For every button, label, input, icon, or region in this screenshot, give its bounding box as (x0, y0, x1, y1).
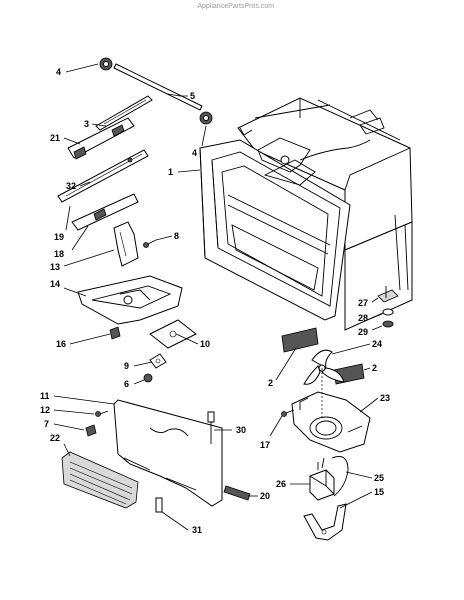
callout-19: 19 (54, 232, 64, 242)
callout-5: 5 (190, 91, 195, 101)
part-17-screw (281, 409, 295, 417)
part-27-knob (377, 286, 399, 303)
callout-17: 17 (260, 440, 270, 450)
watermark: AppliancePartsPros.com (0, 3, 464, 10)
callout-26: 26 (276, 479, 286, 489)
part-30-sensor (207, 411, 215, 444)
part-21-bracket (67, 117, 135, 160)
part-1-drawer-frame (199, 97, 413, 331)
callout-27: 27 (358, 298, 368, 308)
callout-29: 29 (358, 327, 368, 337)
callout-14: 14 (50, 279, 60, 289)
part-6-fitting (143, 373, 153, 383)
callout-11: 11 (40, 391, 50, 401)
part-22-grille (61, 451, 139, 509)
callout-10: 10 (200, 339, 210, 349)
callout-4-right: 4 (192, 148, 197, 158)
leader-lines (53, 63, 383, 531)
part-20-strip (223, 485, 251, 501)
part-2-gasket-left (281, 327, 319, 353)
part-28-washer (382, 308, 394, 316)
callout-24: 24 (372, 339, 382, 349)
part-12-screw (95, 410, 109, 417)
part-15-motor-bracket (303, 503, 347, 541)
part-19-rail (57, 149, 149, 203)
part-16-clip (109, 326, 121, 340)
part-14-lower-housing (77, 275, 183, 325)
part-29-nut (382, 320, 394, 328)
callout-25: 25 (374, 473, 384, 483)
callout-31: 31 (192, 525, 202, 535)
part-23-fan-shroud (291, 368, 371, 453)
callout-20: 20 (260, 491, 270, 501)
callout-30: 30 (236, 425, 246, 435)
callout-9: 9 (124, 361, 129, 371)
part-13-side-cover (113, 221, 139, 267)
callout-4-top: 4 (56, 67, 61, 77)
callout-2-right: 2 (372, 363, 377, 373)
part-31-pin (155, 497, 163, 513)
callout-23: 23 (380, 393, 390, 403)
part-3-slide-rail (95, 95, 153, 131)
callout-2-left: 2 (268, 378, 273, 388)
part-5-rod (113, 63, 203, 111)
watermark-text: AppliancePartsPros.com (197, 3, 274, 10)
callout-13: 13 (50, 262, 60, 272)
callout-32: 32 (66, 181, 76, 191)
part-4-gear-right (199, 111, 213, 125)
callout-15: 15 (374, 487, 384, 497)
part-9-fitting (149, 353, 167, 369)
part-4-gear-top (99, 57, 113, 71)
callout-7: 7 (44, 419, 49, 429)
part-18-slide-bracket (71, 193, 139, 231)
part-7-clip (85, 424, 97, 437)
callout-3: 3 (84, 119, 89, 129)
callout-18: 18 (54, 249, 64, 259)
part-8-screw (143, 239, 157, 248)
callout-22: 22 (50, 433, 60, 443)
callout-12: 12 (40, 405, 50, 415)
callout-1: 1 (168, 167, 173, 177)
part-24-fan-blade (303, 349, 345, 385)
callout-16: 16 (56, 339, 66, 349)
part-25-wire (331, 456, 349, 497)
callout-28: 28 (358, 313, 368, 323)
part-10-insulation-card (149, 319, 197, 349)
part-26-motor (309, 457, 335, 501)
callout-8: 8 (174, 231, 179, 241)
callout-6: 6 (124, 379, 129, 389)
callout-21: 21 (50, 133, 60, 143)
callout-labels: 4 5 3 21 4 1 32 19 18 8 13 14 16 10 27 2… (40, 67, 390, 535)
part-cover-panel (113, 399, 223, 507)
